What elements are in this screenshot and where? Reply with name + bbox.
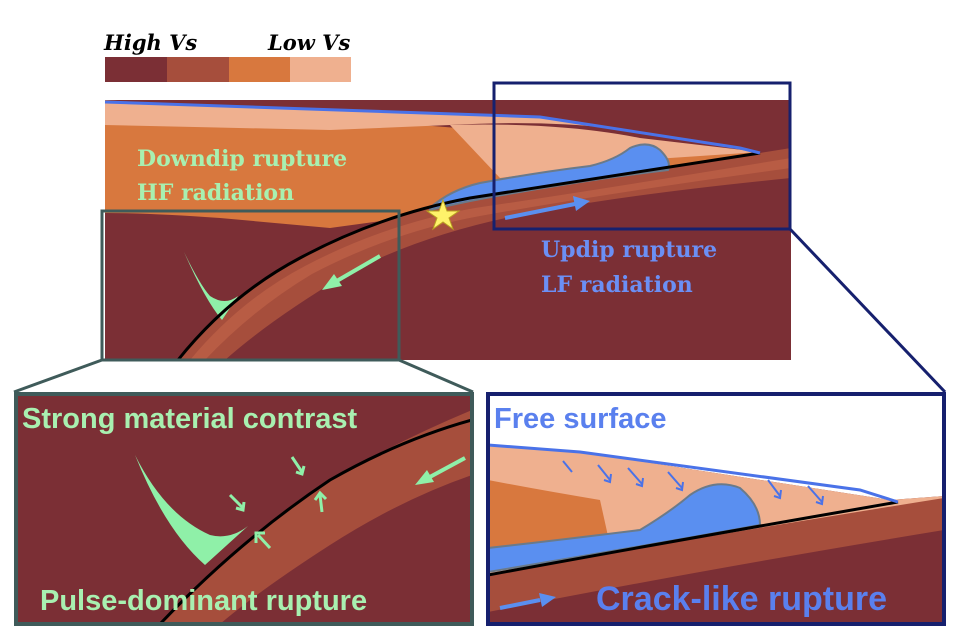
left-zoom-frame: [100, 209, 401, 362]
hypocenter-star-icon: [425, 198, 461, 231]
right-inset-frame: [486, 392, 946, 626]
right-inset: Free surface Crack-like rupture: [486, 392, 946, 626]
legend-high-vs: High Vs: [103, 30, 197, 55]
legend-swatch-2: [167, 57, 229, 82]
left-inset-interface: [158, 418, 472, 624]
right-zoom-frame: [492, 81, 792, 231]
updip-label-line1: Updip rupture: [541, 237, 717, 263]
normal-stress-arrows-icon: [228, 456, 328, 550]
right-inset-free-surface: [488, 443, 899, 504]
plate-interface: [176, 151, 761, 361]
updip-arrow-icon: [504, 196, 590, 220]
left-connector-a: [13, 358, 103, 394]
surface-light-wedge: [450, 124, 760, 178]
left-inset: Strong material contrast Pulse-dominant …: [14, 392, 474, 626]
surface-light-layer: [105, 102, 760, 152]
left-inset-slab: [160, 410, 472, 624]
main-cross-section: Downdip rupture HF radiation Updip ruptu…: [100, 81, 792, 362]
legend-low-vs: Low Vs: [267, 30, 350, 55]
left-inset-title: Strong material contrast: [22, 403, 358, 435]
vs-legend: High Vs Low Vs: [103, 30, 351, 82]
updip-label-line2: LF radiation: [541, 272, 693, 298]
right-inset-caption: Crack-like rupture: [596, 580, 887, 618]
downdip-label-line1: Downdip rupture: [137, 146, 347, 172]
right-inset-title: Free surface: [494, 403, 667, 435]
legend-swatch-3: [229, 57, 290, 82]
right-inset-slab: [488, 498, 944, 612]
upper-plate-mid-layer: [105, 100, 760, 228]
right-connector-b: [788, 227, 947, 394]
left-inset-downdip-arrow-icon: [415, 456, 466, 485]
legend-swatch-4: [290, 57, 351, 82]
legend-swatch-1: [105, 57, 167, 82]
downdip-arrow-icon: [322, 254, 382, 290]
left-connector-b: [398, 358, 474, 394]
right-inset-updip-arrow-icon: [499, 593, 556, 610]
right-inset-interface: [488, 500, 899, 577]
downdip-label-line2: HF radiation: [137, 180, 294, 206]
left-inset-caption: Pulse-dominant rupture: [40, 585, 367, 617]
rupture-pulse-shape: [184, 252, 238, 320]
left-inset-pulse: [135, 455, 248, 565]
left-inset-frame: [14, 392, 474, 626]
free-surface-arrows-icon: [562, 460, 824, 506]
free-surface-line: [104, 100, 761, 155]
